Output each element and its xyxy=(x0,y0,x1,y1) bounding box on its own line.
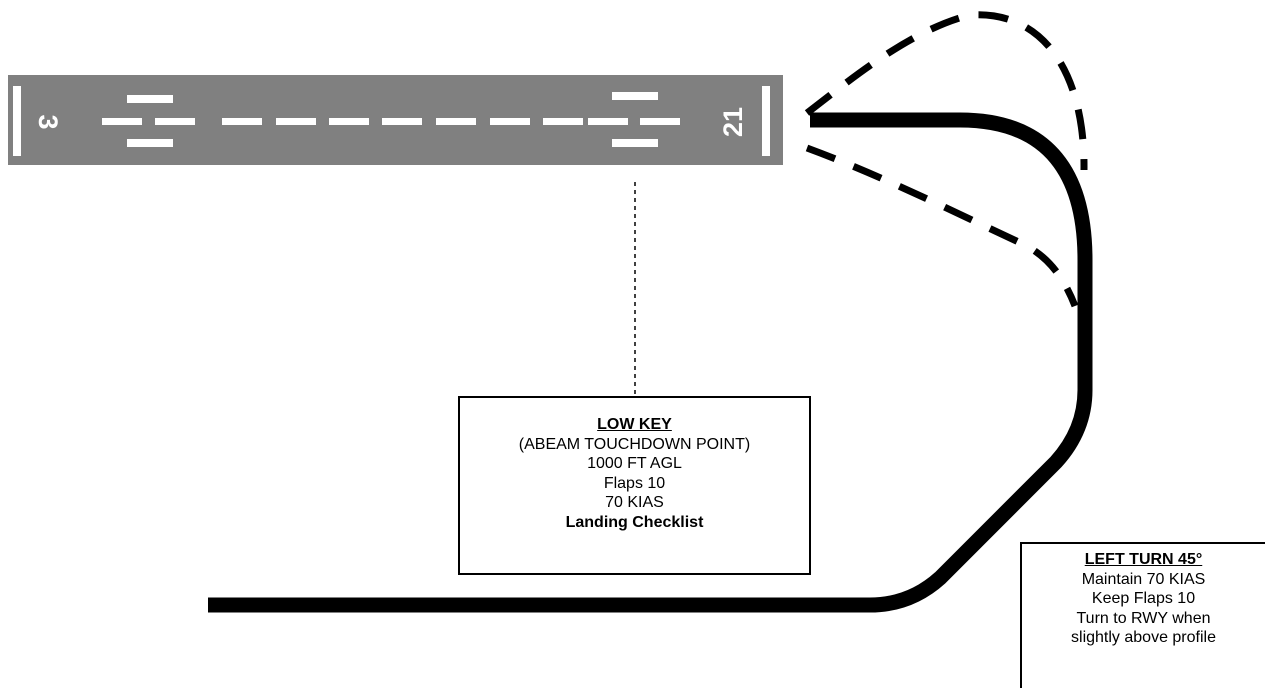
low-key-line: 1000 FT AGL xyxy=(587,455,682,472)
flight-path xyxy=(208,112,1093,613)
centerline-dash xyxy=(329,118,369,125)
centerline-dash xyxy=(222,118,262,125)
centerline-dash xyxy=(276,118,316,125)
runway: 3 21 xyxy=(8,75,783,165)
left-turn-title: LEFT TURN 45° xyxy=(1084,551,1203,568)
left-turn-line: Maintain 70 KIAS xyxy=(1081,570,1206,588)
centerline-dash xyxy=(588,118,628,125)
runway-number-right: 21 xyxy=(718,107,748,137)
alternate-path-lower-dashed xyxy=(805,144,1079,308)
left-turn-line: Keep Flaps 10 xyxy=(1091,590,1196,607)
centerline-dash xyxy=(640,118,680,125)
left-turn-line: Turn to RWY when xyxy=(1076,609,1211,627)
low-key-callout: LOW KEY (ABEAM TOUCHDOWN POINT) 1000 FT … xyxy=(458,396,811,575)
left-turn-line: slightly above profile xyxy=(1071,629,1216,646)
low-key-checklist: Landing Checklist xyxy=(565,513,704,531)
touchdown-marking-right-lower xyxy=(612,139,658,147)
runway-threshold-right xyxy=(762,86,770,156)
low-key-line: 70 KIAS xyxy=(605,494,664,511)
runway-centerline xyxy=(102,118,680,125)
centerline-dash xyxy=(543,118,583,125)
centerline-dash xyxy=(102,118,142,125)
alternate-path-upper-dashed xyxy=(804,11,1088,171)
centerline-dash xyxy=(436,118,476,125)
low-key-line: Flaps 10 xyxy=(603,474,666,492)
low-key-line: (ABEAM TOUCHDOWN POINT) xyxy=(518,435,751,453)
runway-threshold-left xyxy=(13,86,21,156)
centerline-dash xyxy=(382,118,422,125)
left-turn-callout: LEFT TURN 45° Maintain 70 KIAS Keep Flap… xyxy=(1020,542,1265,688)
runway-number-left: 3 xyxy=(33,114,63,129)
touchdown-marking-left-lower xyxy=(127,139,173,147)
centerline-dash xyxy=(490,118,530,125)
touchdown-marking-left-upper xyxy=(127,95,173,103)
touchdown-marking-right-upper xyxy=(612,92,658,100)
low-key-title: LOW KEY xyxy=(597,416,672,433)
centerline-dash xyxy=(155,118,195,125)
